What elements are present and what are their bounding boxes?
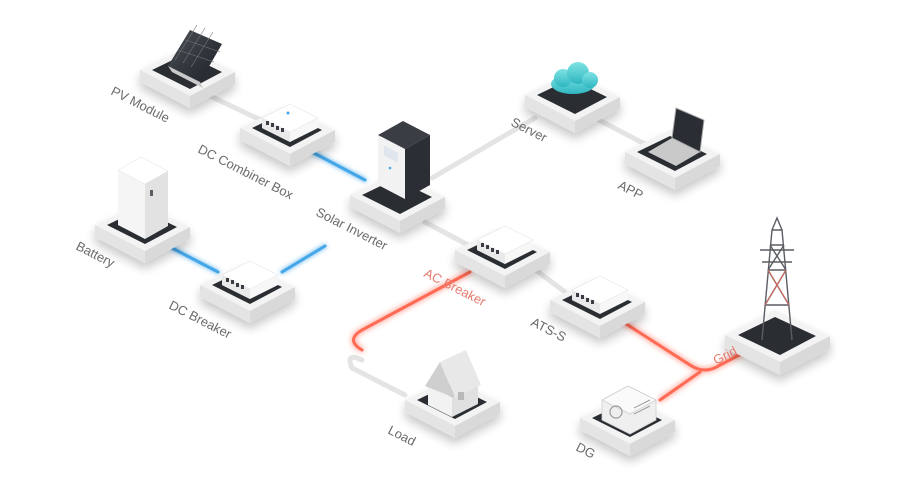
ac-link-acbreaker-to-load xyxy=(352,270,472,352)
pad-solar-inverter xyxy=(350,173,445,233)
ac-breaker-icon xyxy=(476,225,534,264)
solar-panel-icon xyxy=(168,24,222,88)
dc-link-combiner-to-inverter xyxy=(310,150,367,182)
label-dg: DG xyxy=(574,439,598,461)
ats-s-icon xyxy=(571,275,629,314)
link-load-stub xyxy=(347,354,408,398)
tower-accent xyxy=(764,269,790,306)
ac-link-ats-to-grid xyxy=(618,318,747,372)
pad-grid xyxy=(725,310,830,375)
link-inverter-to-acbreaker xyxy=(422,219,471,248)
pads xyxy=(95,48,830,456)
dc-combiner-box-icon xyxy=(261,103,319,142)
label-load: Load xyxy=(386,422,419,448)
dc-link-battery-to-dcbreaker xyxy=(170,246,220,274)
link-inverter-to-server xyxy=(429,115,538,181)
inverter-icon xyxy=(378,121,430,199)
link-pv-to-combiner xyxy=(205,92,268,125)
dc-breaker-icon xyxy=(221,260,279,299)
laptop-icon xyxy=(648,107,705,166)
connection-lines xyxy=(170,92,747,402)
house-icon xyxy=(425,350,481,417)
label-ats-s: ATS-S xyxy=(529,314,569,344)
battery-cabinet-icon xyxy=(117,156,169,239)
generator-icon xyxy=(601,385,657,435)
dc-link-dcbreaker-to-inverter xyxy=(280,244,327,274)
cloud-icon xyxy=(551,62,598,94)
ac-link-grid-to-dg xyxy=(658,370,702,402)
label-app: APP xyxy=(616,177,646,202)
